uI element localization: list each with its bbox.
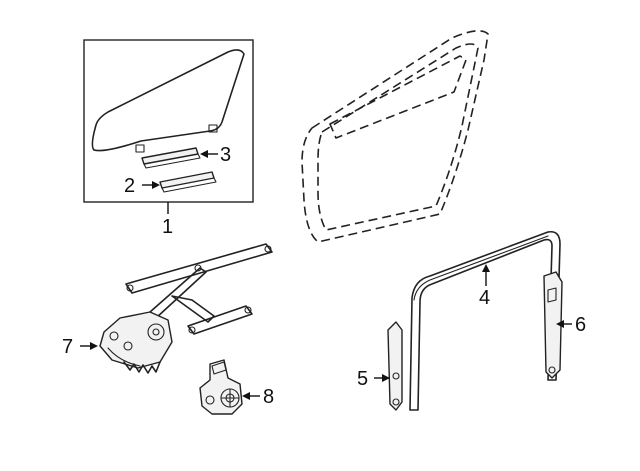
callout-2: 2 [124,175,160,197]
callout-2-label: 2 [124,175,135,197]
callout-1: 1 [162,202,173,238]
callout-8: 8 [242,386,274,408]
callout-3: 3 [200,144,231,166]
glass-channel-upper [141,147,201,169]
callout-3-label: 3 [220,144,231,166]
callout-8-label: 8 [263,386,274,408]
callout-1-label: 1 [162,216,173,238]
callout-5-label: 5 [357,368,368,390]
callout-4: 4 [479,264,490,309]
callout-6-label: 6 [575,314,586,336]
glass-inset-box [83,39,254,203]
door-glass-shape [91,49,245,152]
window-motor [199,359,243,415]
callout-5: 5 [357,368,390,390]
front-division-bar [387,321,403,411]
callout-6: 6 [556,314,586,336]
window-regulator [99,243,273,374]
rear-division-bar [543,271,563,379]
callout-4-label: 4 [479,287,490,309]
callout-7-label: 7 [62,336,73,358]
callout-7: 7 [62,336,98,358]
glass-run-channel [409,230,561,411]
door-outline [301,30,489,243]
glass-channel-lower [159,171,217,193]
